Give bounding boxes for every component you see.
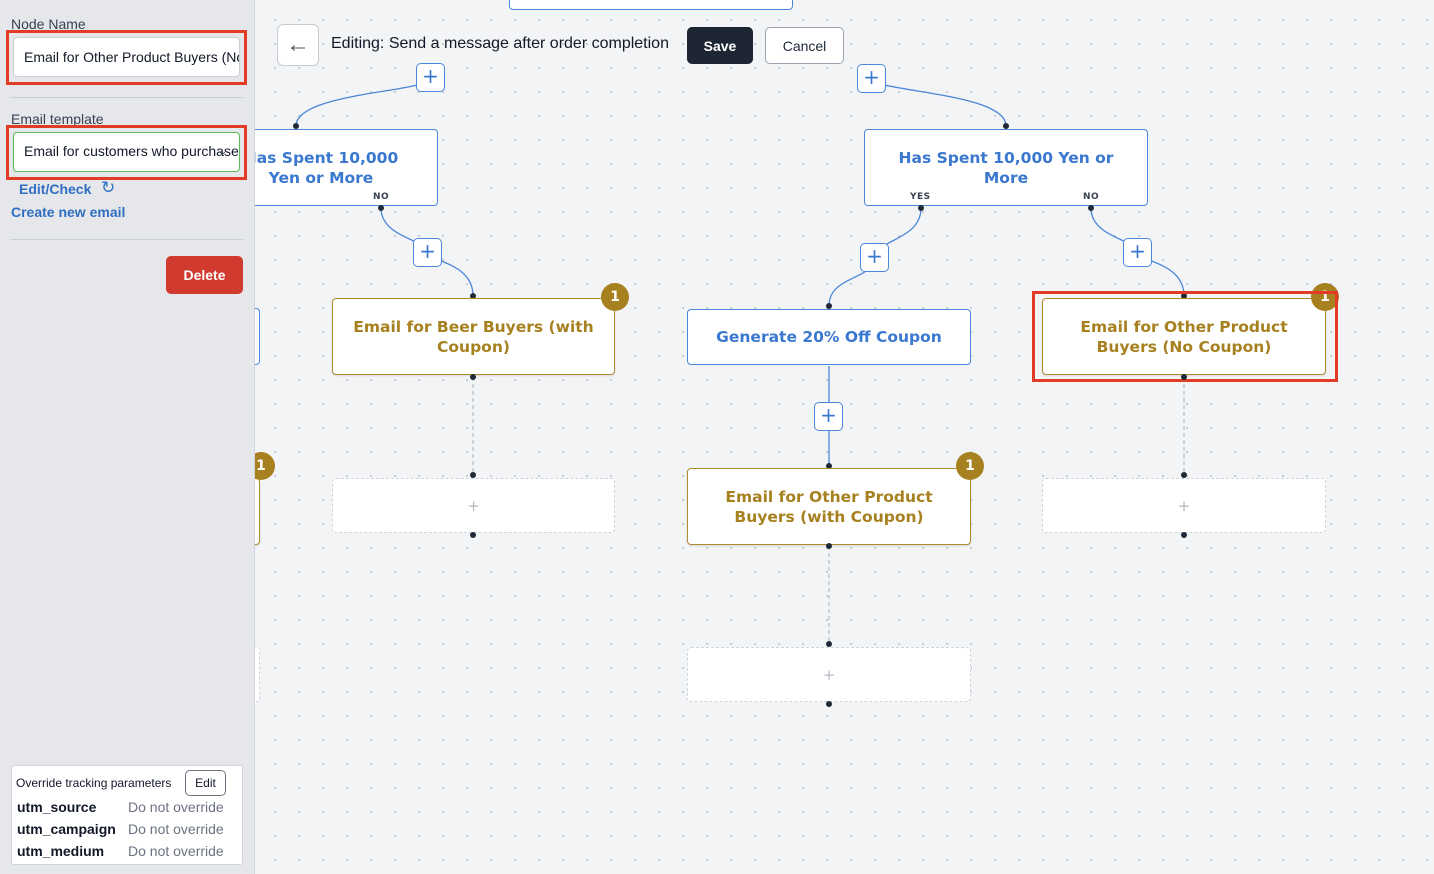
node-settings-sidebar: Node Name Email for Other Product Buyers… <box>0 0 255 874</box>
page-title: Editing: Send a message after order comp… <box>331 35 669 52</box>
tracking-parameters-panel: Override tracking parameters Edit utm_so… <box>11 765 243 865</box>
divider <box>11 97 243 98</box>
connector-dot <box>826 543 832 549</box>
connector-dot <box>470 374 476 380</box>
branch-no-label: NO <box>373 192 390 202</box>
connector-dot <box>470 532 476 538</box>
node-label: Email for Beer Buyers (with Coupon) <box>353 317 594 356</box>
node-label: Email for Other Product Buyers (with Cou… <box>725 487 933 526</box>
divider <box>11 239 243 240</box>
node-label: Has Spent 10,000 Yen or More <box>898 148 1114 187</box>
param-value: Do not override <box>128 843 224 859</box>
node-name-label: Node Name <box>11 16 86 32</box>
connector-dot <box>826 701 832 707</box>
param-value: Do not override <box>128 821 224 837</box>
empty-slot[interactable]: + <box>687 647 971 702</box>
empty-slot[interactable]: + <box>1042 478 1326 533</box>
back-button[interactable]: ← <box>277 24 319 66</box>
email-count-badge: 1 <box>1311 283 1339 311</box>
email-template-select[interactable]: Email for customers who purchased other … <box>13 132 240 172</box>
add-node-button[interactable]: + <box>860 243 889 272</box>
connector-dot <box>470 472 476 478</box>
create-new-email-link[interactable]: Create new email <box>11 204 126 220</box>
connector-dot <box>1181 293 1187 299</box>
coupon-action-node[interactable]: Generate 20% Off Coupon <box>687 309 971 365</box>
add-node-button[interactable]: + <box>1123 238 1152 267</box>
other-buyers-coupon-email-node[interactable]: Email for Other Product Buyers (with Cou… <box>687 468 971 545</box>
add-node-button[interactable]: + <box>857 64 886 93</box>
connector-dot <box>1181 532 1187 538</box>
email-template-label: Email template <box>11 111 104 127</box>
param-value: Do not override <box>128 799 224 815</box>
param-key: utm_source <box>17 799 97 815</box>
connector-dot <box>293 123 299 129</box>
connector-dot <box>1181 374 1187 380</box>
connector-dot <box>918 205 924 211</box>
other-buyers-no-coupon-email-node[interactable]: Email for Other Product Buyers (No Coupo… <box>1042 298 1326 375</box>
connector-dot <box>378 205 384 211</box>
connector-dot <box>1003 123 1009 129</box>
right-spend-condition-node[interactable]: Has Spent 10,000 Yen or More <box>864 129 1148 206</box>
add-node-button[interactable]: + <box>814 402 843 431</box>
connector-dot <box>826 463 832 469</box>
edit-check-link[interactable]: Edit/Check <box>19 181 92 197</box>
connector-dot <box>1088 205 1094 211</box>
branch-no-label: NO <box>1083 192 1100 202</box>
email-count-badge: 1 <box>956 452 984 480</box>
beer-buyers-email-node[interactable]: Email for Beer Buyers (with Coupon) <box>332 298 615 375</box>
delete-button[interactable]: Delete <box>166 256 243 294</box>
connector-dot <box>826 303 832 309</box>
add-node-button[interactable]: + <box>416 63 445 92</box>
arrow-left-icon: ← <box>286 31 310 58</box>
param-key: utm_medium <box>17 843 105 859</box>
chevron-down-icon: ⌄ <box>217 143 228 158</box>
node-name-input[interactable]: Email for Other Product Buyers (No Coupo… <box>13 37 240 77</box>
connector-dot <box>1181 472 1187 478</box>
tracking-edit-button[interactable]: Edit <box>185 770 226 796</box>
cancel-button[interactable]: Cancel <box>765 27 844 64</box>
save-button[interactable]: Save <box>687 27 753 64</box>
add-node-button[interactable]: + <box>413 238 442 267</box>
param-key: utm_campaign <box>17 821 116 837</box>
refresh-icon[interactable]: ↻ <box>101 178 116 197</box>
email-count-badge: 1 <box>601 283 629 311</box>
connector-dot <box>826 641 832 647</box>
node-label: Email for Other Product Buyers (No Coupo… <box>1080 317 1288 356</box>
node-label: Generate 20% Off Coupon <box>716 328 942 346</box>
node-label: Has Spent 10,000 Yen or More <box>243 148 399 187</box>
flow-canvas[interactable] <box>255 0 1434 874</box>
branch-yes-label: YES <box>910 192 931 202</box>
empty-slot[interactable]: + <box>332 478 615 533</box>
connector-dot <box>470 293 476 299</box>
tag-condition-node[interactable] <box>509 0 793 10</box>
tracking-title: Override tracking parameters <box>16 776 172 790</box>
